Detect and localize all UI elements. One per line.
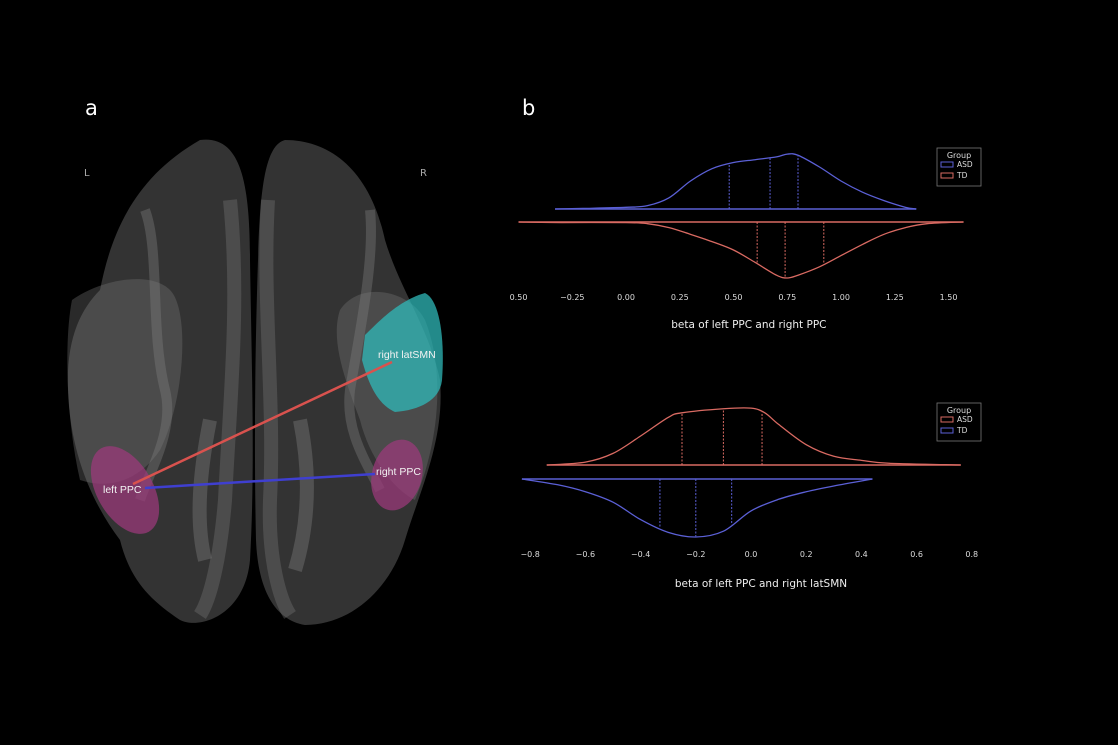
x-tick-label: −0.25 bbox=[560, 293, 585, 302]
x-tick-label: −0.8 bbox=[520, 550, 539, 559]
x-tick-label: 0.75 bbox=[778, 293, 796, 302]
violin-outline-td bbox=[521, 478, 873, 538]
violin-chart-ppc-ppc: 0.50 −0.25 0.00 0.25 0.50 0.75 1.00 1.25 1.50 bet… bbox=[510, 147, 982, 331]
violin-chart-ppc-latsmn: −0.8 −0.6 −0.4 −0.2 0.0 0.2 0.4 0.6 0.8 beta of l… bbox=[520, 402, 982, 590]
legend-entry-asd: ASD bbox=[957, 415, 973, 424]
left-PPC-label: left PPC bbox=[103, 484, 142, 496]
brain-diagram bbox=[67, 139, 443, 625]
x-tick-label: 0.8 bbox=[965, 550, 978, 559]
right-latSMN-label: right latSMN bbox=[378, 349, 436, 361]
x-axis-label: beta of left PPC and right latSMN bbox=[675, 578, 847, 590]
legend-swatch-td bbox=[940, 172, 954, 179]
violin-asd bbox=[555, 153, 917, 210]
x-tick-label: 0.6 bbox=[910, 550, 923, 559]
right-latSMN-region bbox=[362, 293, 443, 412]
legend-entry-asd: ASD bbox=[957, 160, 973, 169]
x-tick-label: −0.4 bbox=[631, 550, 650, 559]
x-tick-label: −0.2 bbox=[686, 550, 705, 559]
x-tick-label: 1.50 bbox=[940, 293, 958, 302]
legend-entry-td: TD bbox=[956, 426, 968, 435]
left-PPC-to-right-latSMN-link bbox=[132, 360, 393, 486]
x-axis-label: beta of left PPC and right PPC bbox=[671, 319, 826, 331]
x-tick-label: 0.50 bbox=[725, 293, 743, 302]
legend-swatch-asd bbox=[940, 161, 954, 168]
right-hemisphere-marker: R bbox=[420, 168, 427, 179]
right-PPC-region bbox=[371, 439, 423, 511]
violin-outline-asd bbox=[555, 153, 917, 210]
x-tick-label: 0.4 bbox=[855, 550, 868, 559]
legend-title: Group bbox=[947, 151, 971, 160]
x-tick-label: 0.0 bbox=[745, 550, 758, 559]
x-tick-label: 1.25 bbox=[886, 293, 904, 302]
legend-swatch-asd bbox=[940, 416, 954, 423]
right-PPC-label: right PPC bbox=[376, 466, 421, 478]
panel-a-letter: a bbox=[85, 96, 98, 120]
left-hemisphere-marker: L bbox=[84, 168, 90, 179]
x-tick-label: 1.00 bbox=[832, 293, 850, 302]
legend-swatch-td bbox=[940, 427, 954, 434]
violin-asd bbox=[546, 407, 961, 466]
violin-td bbox=[521, 478, 873, 538]
x-tick-label: 0.00 bbox=[617, 293, 635, 302]
x-tick-label: 0.25 bbox=[671, 293, 689, 302]
left-hemisphere bbox=[67, 139, 253, 623]
left-PPC-region bbox=[90, 446, 160, 534]
x-tick-label: 0.2 bbox=[800, 550, 813, 559]
x-tick-label: −0.6 bbox=[576, 550, 595, 559]
panel-b-letter: b bbox=[522, 96, 536, 120]
violin-td bbox=[518, 221, 964, 279]
legend-entry-td: TD bbox=[956, 171, 968, 180]
legend-title: Group bbox=[947, 406, 971, 415]
x-tick-label: 0.50 bbox=[510, 293, 528, 302]
left-PPC-to-right-PPC-link bbox=[144, 472, 376, 490]
violin-outline-td bbox=[518, 221, 964, 279]
violin-outline-asd bbox=[546, 407, 961, 466]
